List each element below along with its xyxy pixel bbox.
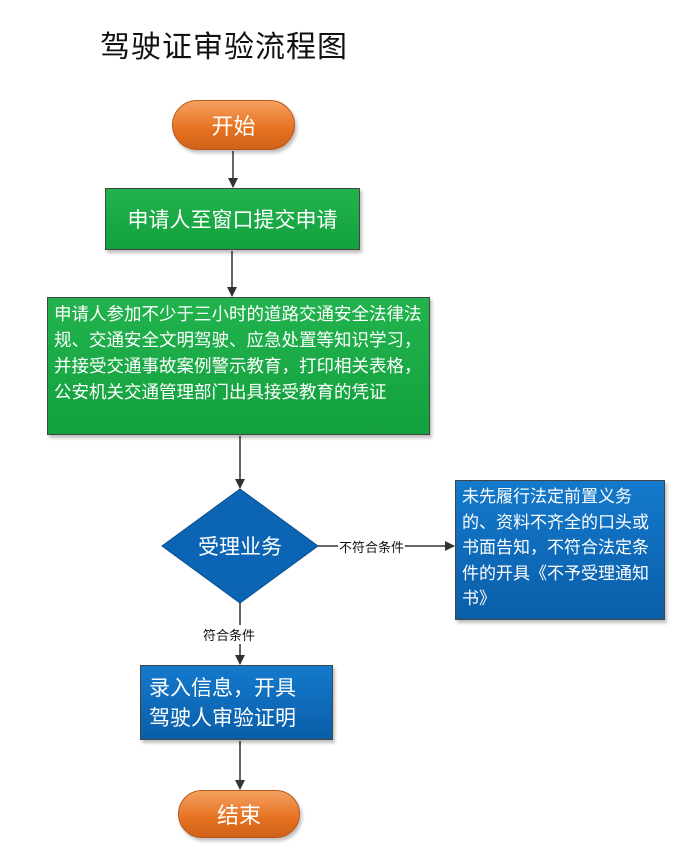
start-node: 开始: [172, 100, 295, 150]
record-line-2: 驾驶人审验证明: [149, 705, 296, 730]
record-info-node: 录入信息，开具 驾驶人审验证明: [140, 665, 333, 740]
education-node: 申请人参加不少于三小时的道路交通安全法律法规、交通安全文明驾驶、应急处置等知识学…: [47, 297, 430, 435]
record-line-1: 录入信息，开具: [149, 675, 296, 700]
end-node: 结束: [178, 790, 300, 838]
edge-label-not-qualified: 不符合条件: [338, 537, 406, 556]
page-title: 驾驶证审验流程图: [100, 30, 348, 65]
reject-notice-node: 未先履行法定前置义务的、资料不齐全的口头或书面告知，不符合法定条件的开具《不予受…: [455, 480, 665, 620]
edge-label-qualified: 符合条件: [202, 625, 257, 644]
submit-application-node: 申请人至窗口提交申请: [105, 188, 360, 250]
decision-label: 受理业务: [198, 535, 282, 559]
